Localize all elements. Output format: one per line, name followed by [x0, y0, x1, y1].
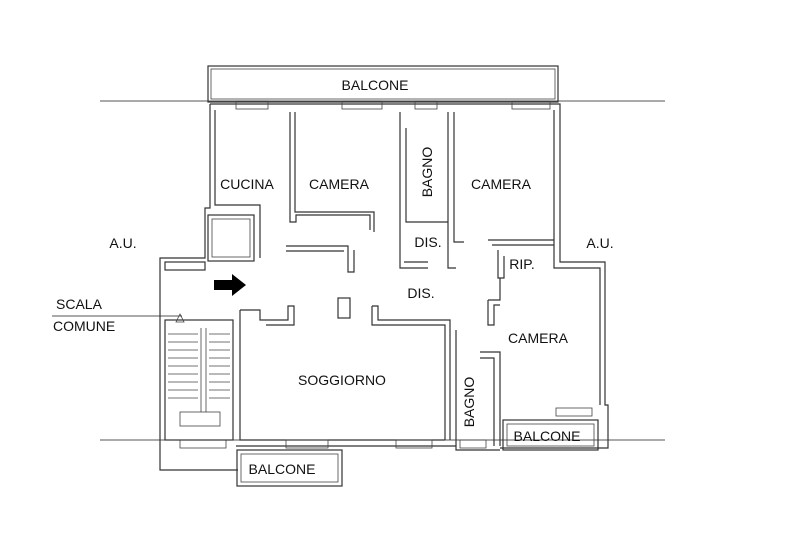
label-balcone-right: BALCONE	[514, 428, 581, 444]
balcone-right	[502, 419, 599, 451]
label-camera-3: CAMERA	[508, 330, 569, 346]
label-camera-1: CAMERA	[309, 176, 370, 192]
label-camera-2: CAMERA	[471, 176, 532, 192]
label-rip: RIP.	[509, 256, 534, 272]
label-cucina: CUCINA	[220, 176, 274, 192]
label-bagno-1: BAGNO	[419, 147, 435, 198]
label-bagno-2: BAGNO	[461, 377, 477, 428]
label-balcone-bottom: BALCONE	[249, 461, 316, 477]
label-dis-1: DIS.	[414, 234, 441, 250]
exterior-walls	[159, 103, 609, 471]
label-au-left: A.U.	[109, 235, 136, 251]
label-balcone-top: BALCONE	[342, 77, 409, 93]
label-dis-2: DIS.	[407, 285, 434, 301]
interior-walls	[164, 112, 554, 446]
scala-comune-stairs	[164, 313, 234, 441]
label-comune: COMUNE	[53, 318, 115, 334]
balcone-top	[207, 65, 559, 103]
label-au-right: A.U.	[586, 235, 613, 251]
label-scala: SCALA	[56, 296, 103, 312]
balcone-bottom	[236, 449, 343, 487]
label-soggiorno: SOGGIORNO	[298, 372, 386, 388]
arrow-right-icon	[214, 274, 246, 296]
windows	[179, 100, 593, 449]
